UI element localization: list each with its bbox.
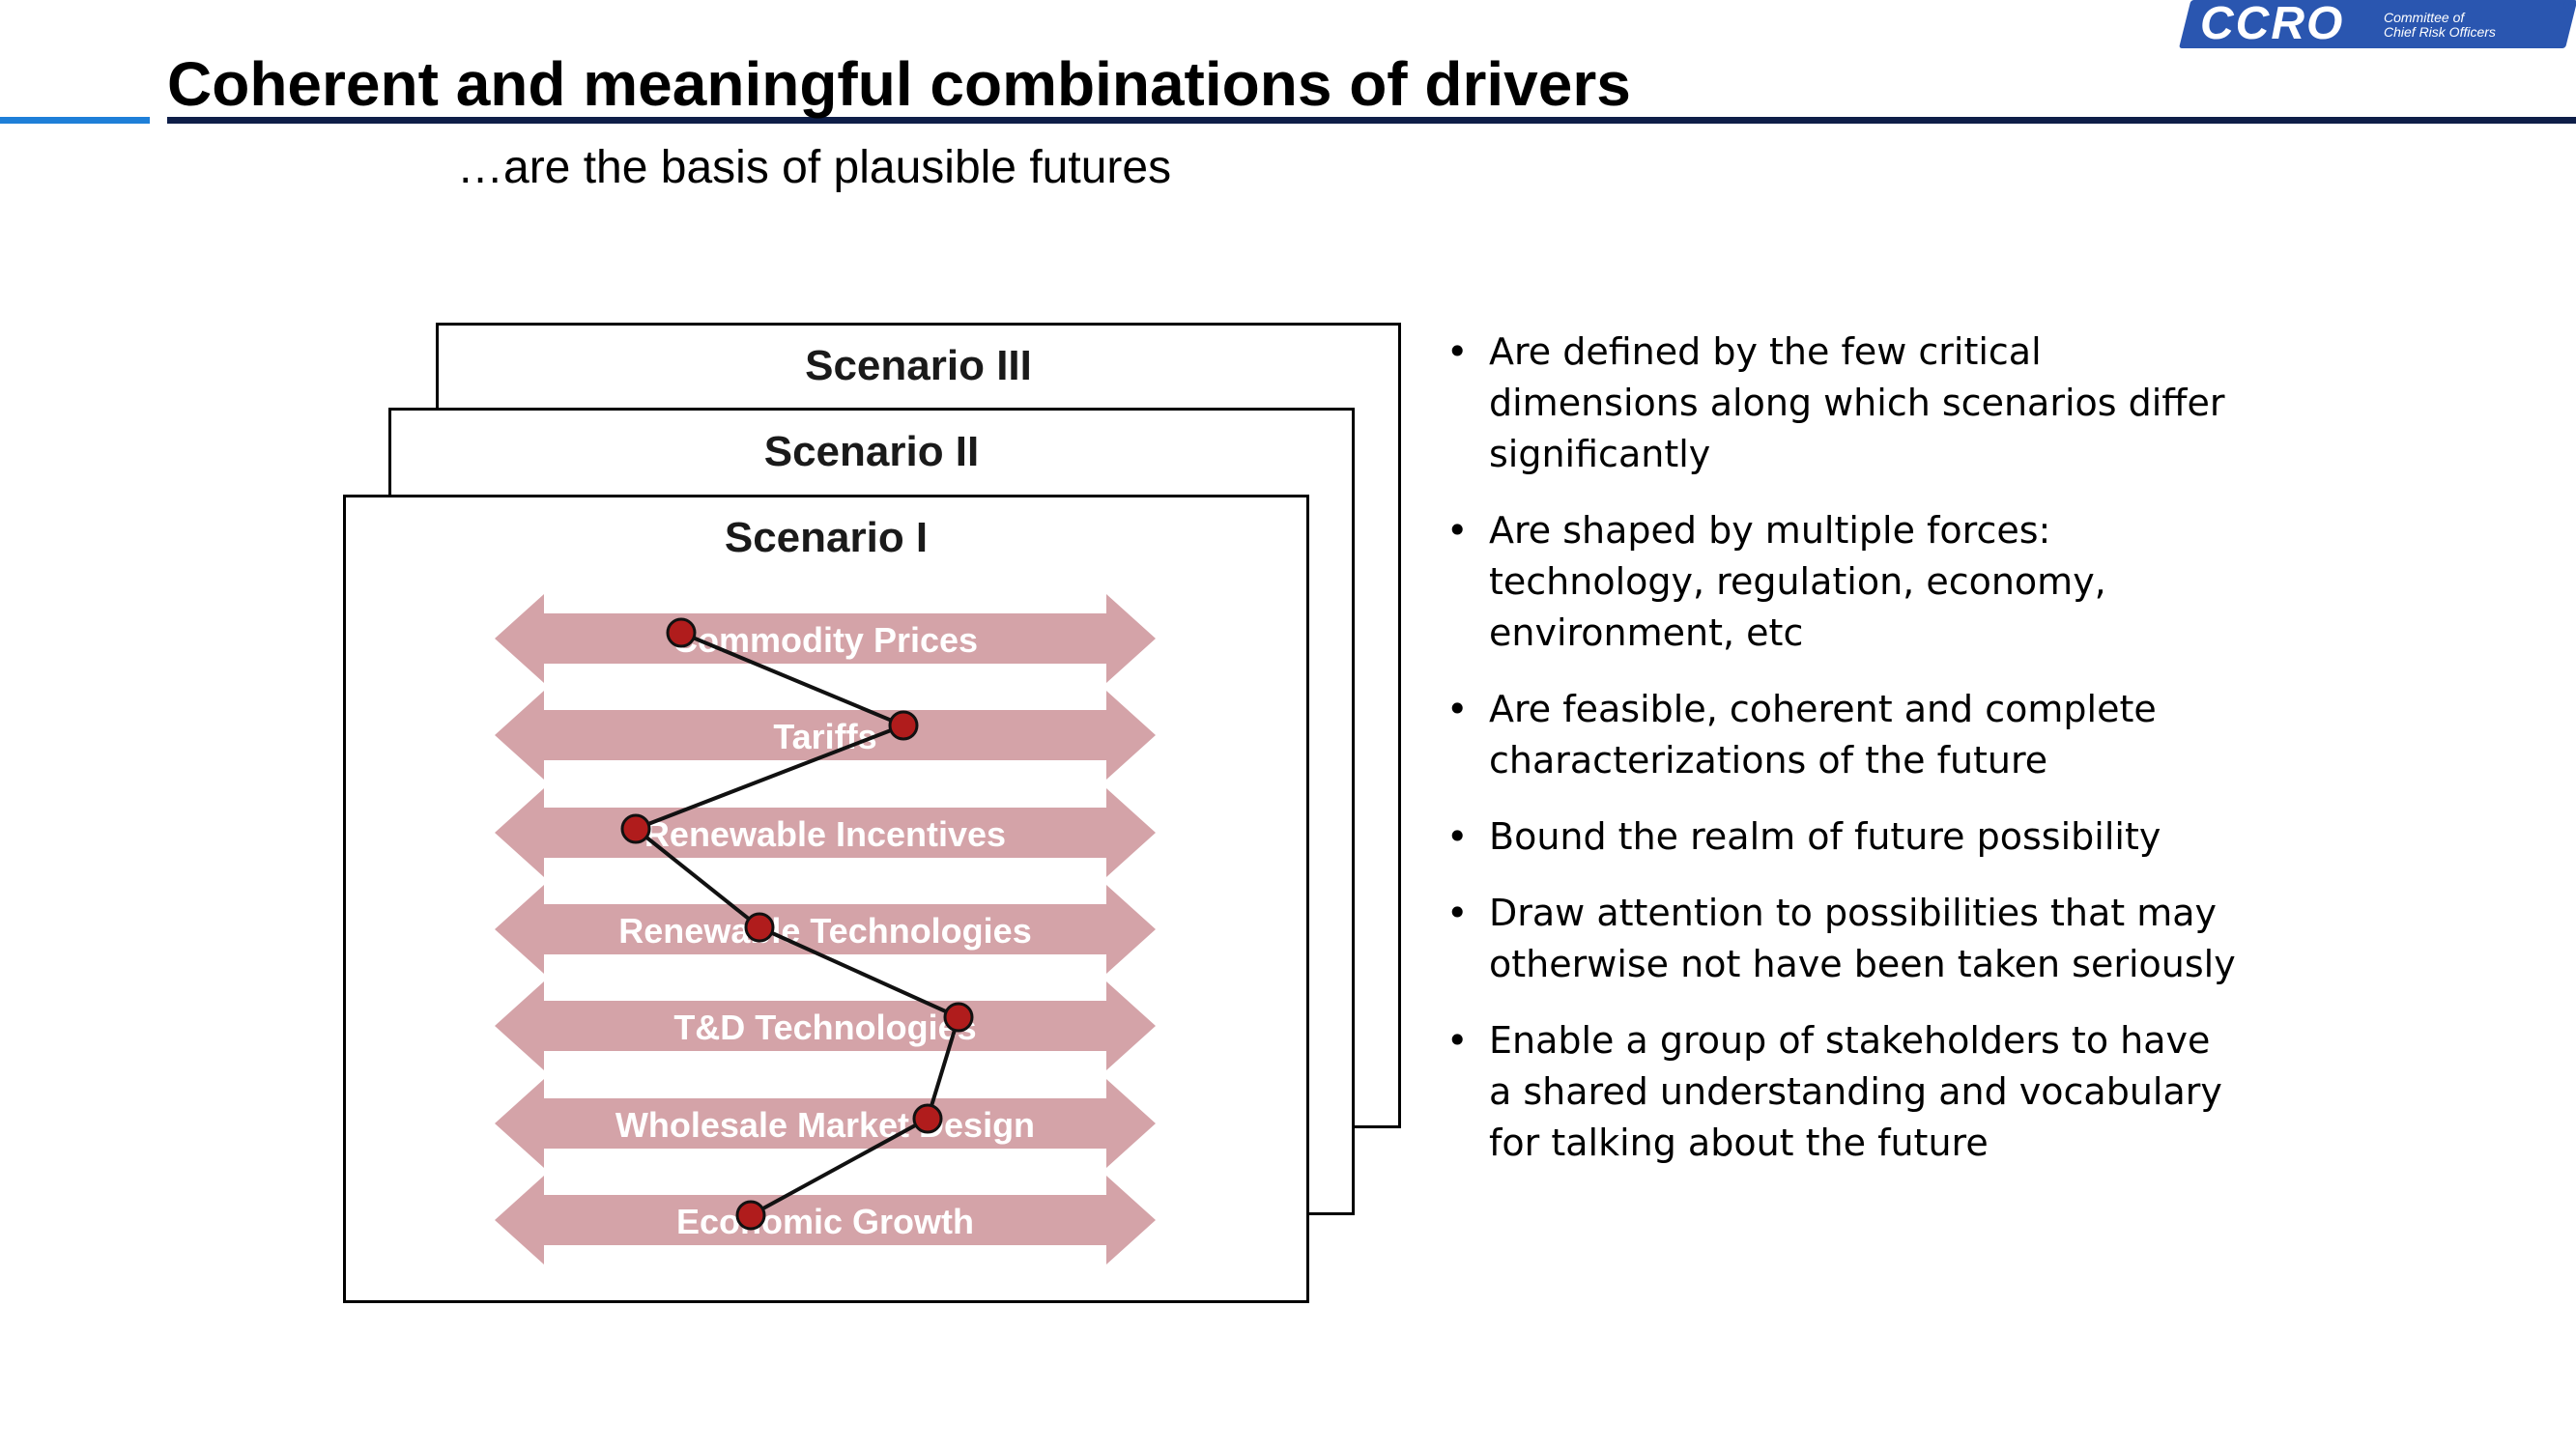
- registered-mark: ®: [2563, 0, 2572, 12]
- bullet-dot: •: [1446, 1019, 1469, 1062]
- bullet-text: Enable a group of stakeholders to have a…: [1489, 1019, 2222, 1164]
- list-item: • Bound the realm of future possibility: [1445, 811, 2237, 863]
- title-accent-rule: [0, 117, 150, 124]
- logo-tagline: Committee of Chief Risk Officers: [2384, 11, 2558, 40]
- driver-arrow-shape: [495, 885, 1156, 974]
- driver-label-wholesale-market-design: Wholesale Market Design: [615, 1105, 1035, 1145]
- driver-marker-renewable-technologies: [744, 912, 775, 943]
- scenario-1-title: Scenario I: [724, 514, 929, 561]
- title-underline-rule: [167, 117, 2576, 124]
- driver-arrow-tariffs: Tariffs: [495, 691, 1156, 780]
- slide-title: Coherent and meaningful combinations of …: [167, 49, 1631, 119]
- scenario-2-title: Scenario II: [763, 428, 980, 475]
- bullet-text: Are shaped by multiple forces: technolog…: [1489, 509, 2106, 654]
- driver-arrow-wholesale-market-design: Wholesale Market Design: [495, 1079, 1156, 1168]
- driver-marker-td-technologies: [943, 1002, 974, 1033]
- list-item: • Are defined by the few critical dimensi…: [1445, 327, 2237, 480]
- logo-wordmark: CCRO: [2200, 0, 2345, 49]
- list-item: • Enable a group of stakeholders to have …: [1445, 1015, 2237, 1169]
- bullet-dot: •: [1446, 509, 1469, 552]
- driver-marker-renewable-incentives: [620, 813, 651, 844]
- ccro-logo: CCRO Committee of Chief Risk Officers ®: [2179, 0, 2576, 49]
- driver-label-economic-growth: Economic Growth: [676, 1202, 974, 1241]
- driver-arrow-shape: [495, 691, 1156, 780]
- logo-tagline-line-1: Committee of: [2384, 10, 2465, 25]
- bullet-dot: •: [1446, 330, 1469, 373]
- bullet-text: Are feasible, coherent and complete char…: [1489, 688, 2157, 781]
- logo-tagline-line-2: Chief Risk Officers: [2384, 24, 2496, 40]
- driver-marker-economic-growth: [735, 1200, 766, 1231]
- slide-subtitle: …are the basis of plausible futures: [457, 142, 1172, 193]
- scenario-3-title: Scenario III: [805, 342, 1032, 389]
- bullet-text: Draw attention to possibilities that may…: [1489, 892, 2236, 985]
- bullet-dot: •: [1446, 892, 1469, 934]
- driver-arrow-shape: [495, 788, 1156, 877]
- bullet-dot: •: [1446, 688, 1469, 730]
- scenario-characteristics-list: • Are defined by the few critical dimensi…: [1445, 327, 2237, 1194]
- scenario-path-markers: [620, 617, 974, 1231]
- driver-arrow-renewable-technologies: Renewable Technologies: [495, 885, 1156, 974]
- driver-arrow-renewable-incentives: Renewable Incentives: [495, 788, 1156, 877]
- driver-arrow-economic-growth: Economic Growth: [495, 1176, 1156, 1264]
- driver-arrow-commodity-prices: Commodity Prices: [495, 594, 1156, 683]
- driver-arrow-group: Commodity Prices Tariffs Renewable Incen…: [495, 594, 1156, 1264]
- driver-label-commodity-prices: Commodity Prices: [673, 620, 978, 660]
- list-item: • Are feasible, coherent and complete cha…: [1445, 684, 2237, 786]
- list-item: • Draw attention to possibilities that ma…: [1445, 888, 2237, 990]
- driver-label-renewable-incentives: Renewable Incentives: [644, 814, 1006, 854]
- driver-arrow-shape: [495, 1079, 1156, 1168]
- driver-arrow-td-technologies: T&D Technologies: [495, 981, 1156, 1070]
- driver-marker-tariffs: [888, 710, 919, 741]
- driver-label-td-technologies: T&D Technologies: [673, 1008, 976, 1047]
- bullet-dot: •: [1446, 815, 1469, 858]
- driver-marker-wholesale-market-design: [912, 1103, 943, 1134]
- bullet-text: Are defined by the few critical dimensio…: [1489, 330, 2225, 475]
- driver-arrow-shape: [495, 594, 1156, 683]
- driver-label-tariffs: Tariffs: [773, 717, 876, 756]
- driver-label-renewable-technologies: Renewable Technologies: [618, 911, 1031, 951]
- driver-marker-commodity-prices: [666, 617, 697, 648]
- driver-arrow-shape: [495, 981, 1156, 1070]
- driver-arrow-shape: [495, 1176, 1156, 1264]
- list-item: • Are shaped by multiple forces: technolo…: [1445, 505, 2237, 659]
- bullet-text: Bound the realm of future possibility: [1489, 815, 2161, 858]
